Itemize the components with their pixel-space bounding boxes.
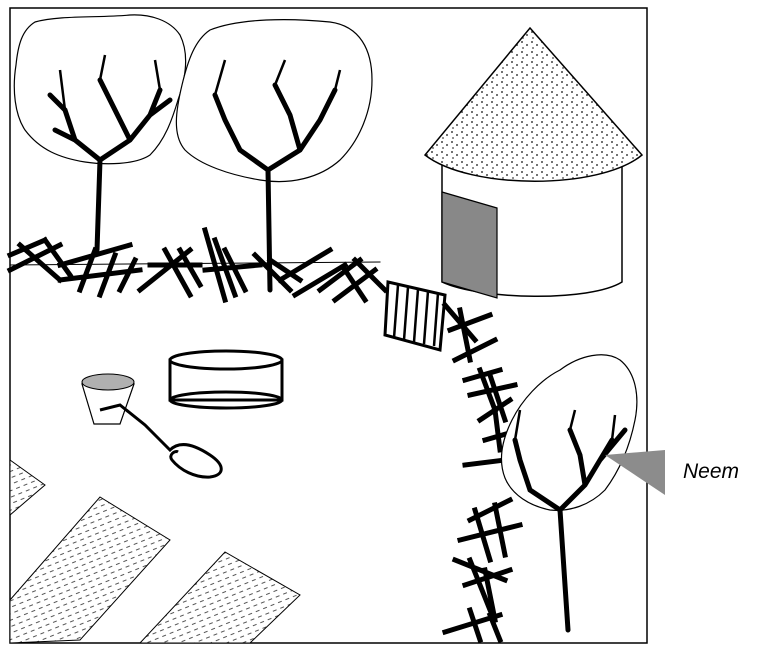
- tree-2-canopy: [176, 20, 372, 182]
- well: [170, 351, 282, 408]
- neem-label: Neem: [683, 460, 739, 484]
- bucket-rim: [82, 374, 134, 390]
- well-rim: [170, 351, 282, 369]
- hut-door: [442, 192, 497, 298]
